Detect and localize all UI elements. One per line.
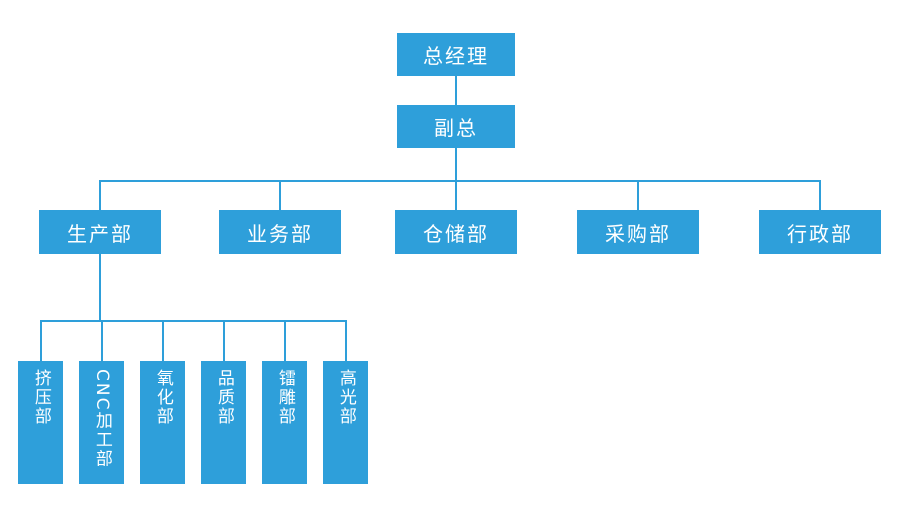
node-subdept-quality: 品质部 bbox=[201, 361, 246, 484]
connector-drop-oxidation bbox=[161, 320, 164, 361]
connector-drop-purchasing bbox=[637, 180, 639, 210]
node-dept-production: 生产部 bbox=[39, 210, 161, 254]
connector-drop-admin bbox=[819, 180, 821, 210]
node-general-manager: 总经理 bbox=[397, 33, 515, 76]
connector-drop-business bbox=[279, 180, 281, 210]
subdept-label: 镭雕部 bbox=[274, 369, 295, 426]
node-dept-warehouse: 仓储部 bbox=[395, 210, 517, 254]
connector-drop-gloss bbox=[344, 320, 347, 361]
connector-dept-rail bbox=[99, 180, 821, 182]
subdept-label: 氧化部 bbox=[152, 369, 173, 426]
node-deputy-general-manager: 副总 bbox=[397, 105, 515, 148]
connector-deputy-rail bbox=[455, 148, 457, 210]
connector-drop-cnc bbox=[100, 320, 103, 361]
node-subdept-oxidation: 氧化部 bbox=[140, 361, 185, 484]
node-dept-admin: 行政部 bbox=[759, 210, 881, 254]
subdept-label: 高光部 bbox=[335, 369, 356, 426]
subdept-label: 品质部 bbox=[213, 369, 234, 426]
connector-production-rail bbox=[99, 254, 101, 320]
subdept-label: CNC加工部 bbox=[91, 369, 112, 469]
node-subdept-cnc: CNC加工部 bbox=[79, 361, 124, 484]
connector-root-deputy bbox=[455, 76, 457, 106]
node-dept-business: 业务部 bbox=[219, 210, 341, 254]
node-subdept-extrusion: 挤压部 bbox=[18, 361, 63, 484]
connector-drop-quality bbox=[222, 320, 225, 361]
connector-drop-laser bbox=[283, 320, 286, 361]
node-subdept-gloss: 高光部 bbox=[323, 361, 368, 484]
node-subdept-laser: 镭雕部 bbox=[262, 361, 307, 484]
subdept-label: 挤压部 bbox=[30, 369, 51, 426]
connector-subdept-rail bbox=[39, 320, 347, 322]
connector-drop-extrusion bbox=[39, 320, 42, 361]
connector-drop-production bbox=[99, 180, 101, 210]
node-dept-purchasing: 采购部 bbox=[577, 210, 699, 254]
